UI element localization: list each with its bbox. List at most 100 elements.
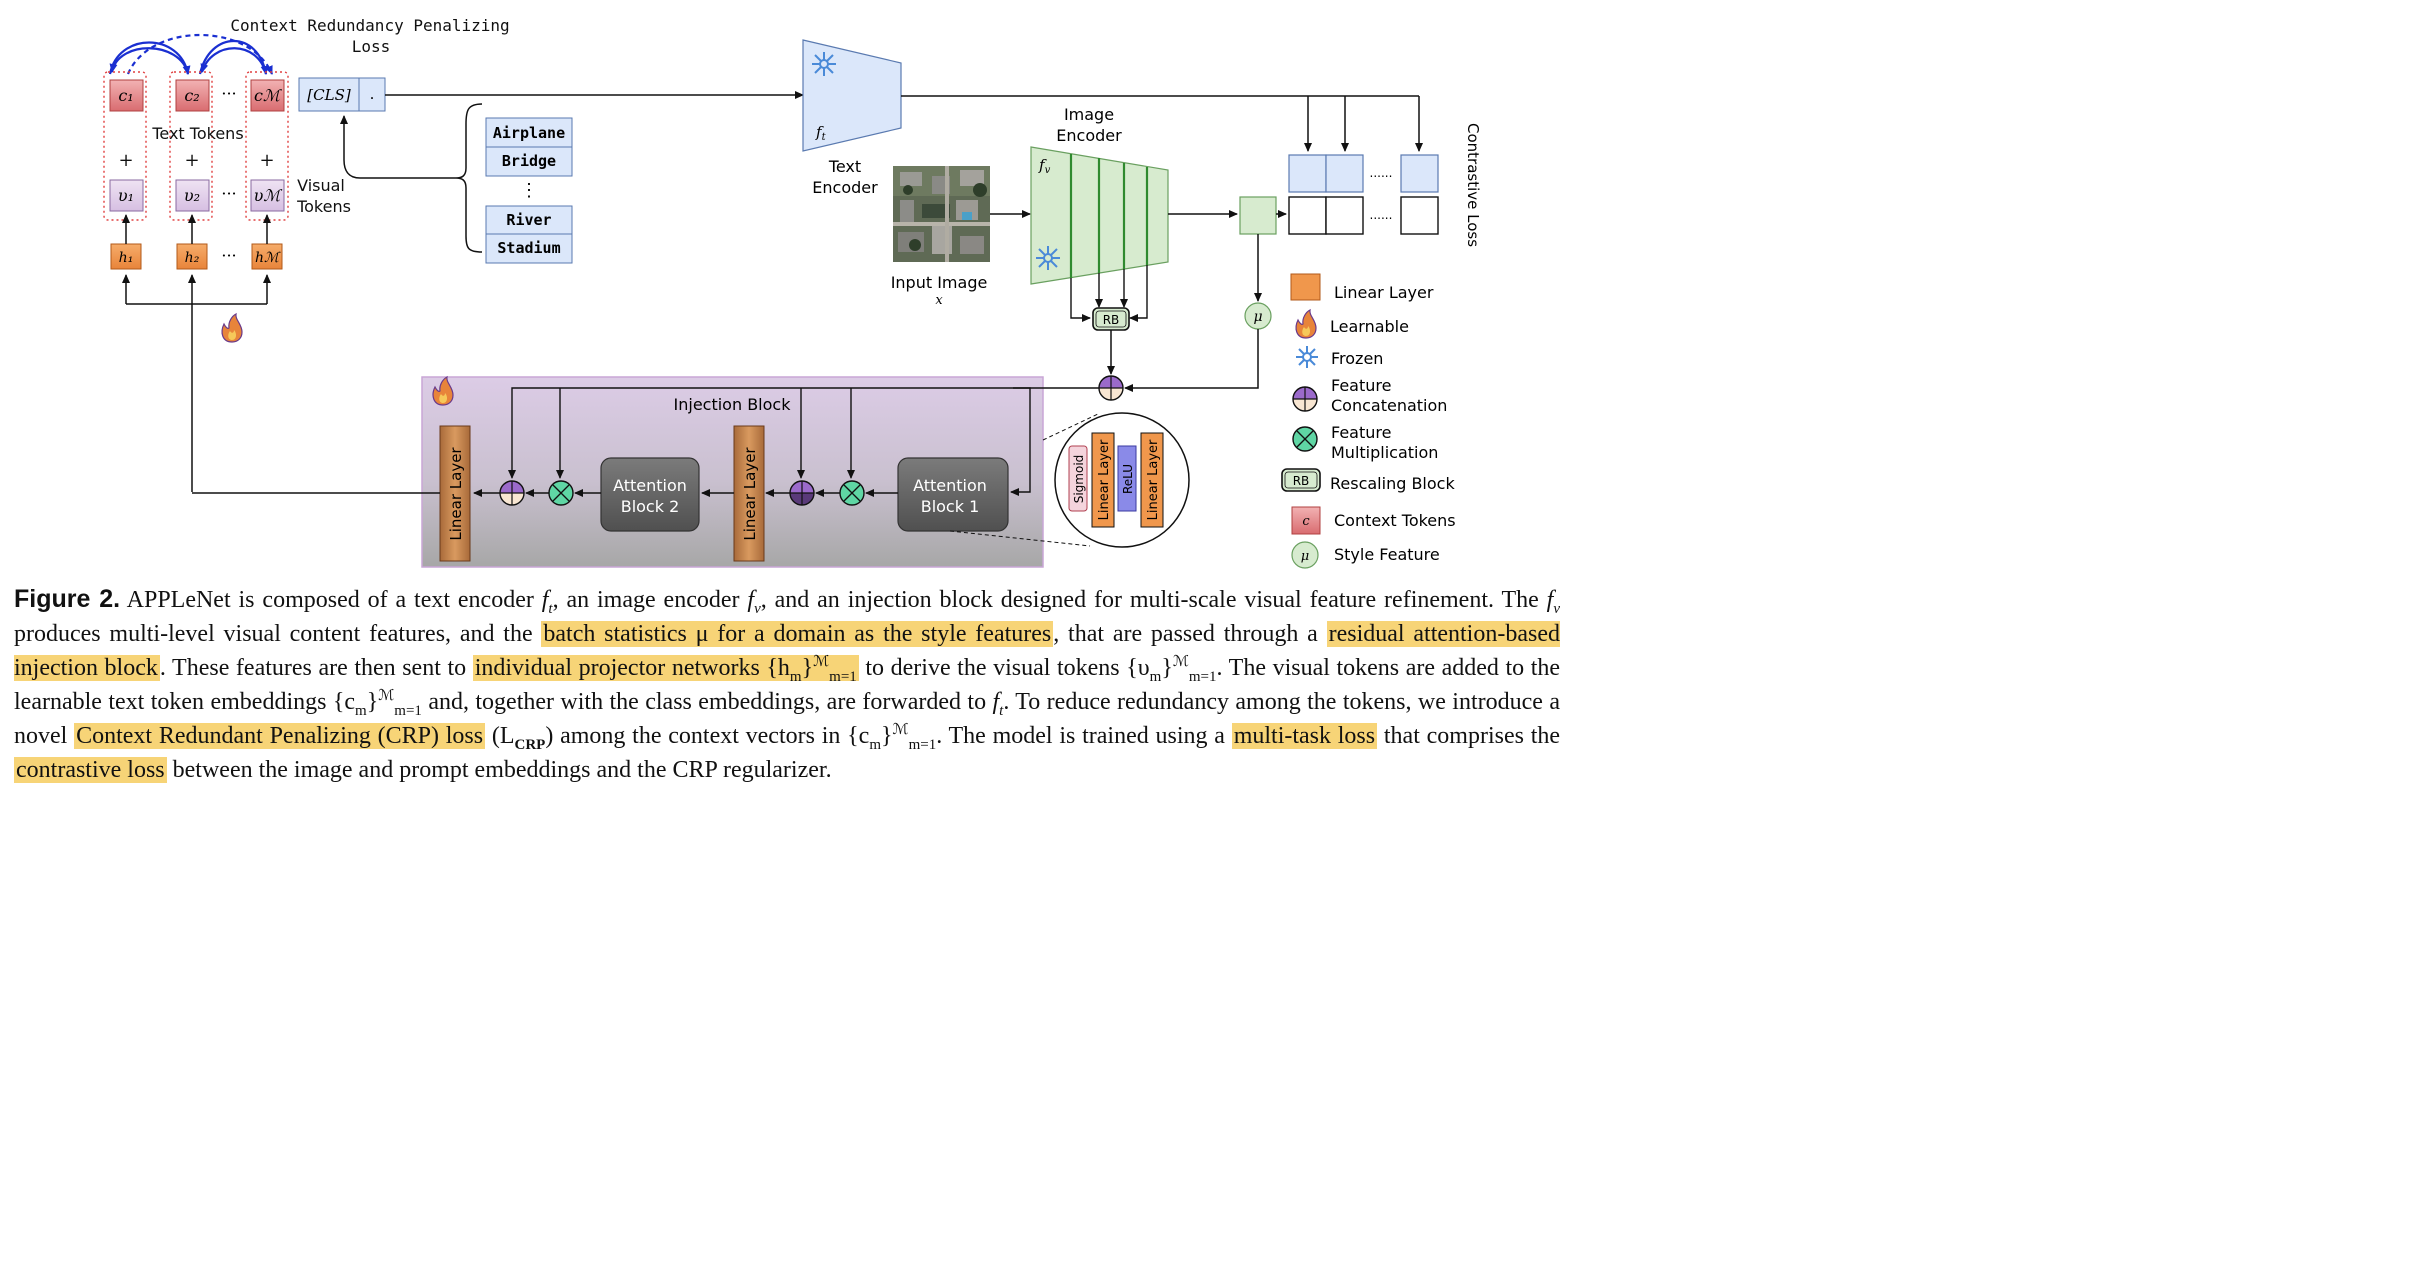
- caption-c2-brace: }: [880, 723, 893, 749]
- flame-icon: [432, 375, 454, 406]
- legend-style-mu: μ: [1301, 549, 1309, 564]
- legend-frozen: Frozen: [1331, 349, 1383, 368]
- caption-v-sub: m: [1149, 668, 1162, 685]
- caption-highlight-6: contrastive loss: [14, 757, 167, 783]
- encoder-taps: [1070, 265, 1148, 322]
- caption-v-brace: }: [1161, 655, 1173, 681]
- caption-c2-sub: m: [869, 736, 881, 753]
- concat-node-1: [789, 480, 815, 506]
- caption-p6: . These features are then sent to: [159, 655, 473, 681]
- linear-layer-1: Linear Layer: [439, 425, 471, 562]
- legend-multiply-line2: Multiplication: [1331, 443, 1438, 462]
- legend-context-tokens: Context Tokens: [1334, 511, 1456, 530]
- class-stadium: Stadium: [497, 239, 560, 257]
- concat-node-2: [499, 480, 525, 506]
- attention-block-1: Attention Block 1: [897, 457, 1009, 532]
- input-image-symbol: x: [935, 293, 943, 308]
- visual-token-v2: υ₂: [184, 186, 200, 205]
- caption-fv-2: fv: [1546, 587, 1560, 616]
- caption-fv2-sub: v: [1553, 600, 1561, 617]
- rescaling-zoom: Sigmoid Linear Layer ReLU Linear Layer: [949, 412, 1190, 548]
- image-encoder: fv: [1030, 146, 1169, 285]
- caption-c-sub: m: [355, 702, 367, 719]
- legend-snowflake-icon: [1296, 346, 1318, 368]
- text-tokens-label: Text Tokens: [151, 124, 243, 143]
- text-encoder-label-2: Encoder: [812, 178, 878, 197]
- rescaling-block: RB: [1092, 307, 1130, 331]
- style-feature-mu: μ: [1253, 309, 1262, 325]
- caption-p14: that comprises the: [1377, 723, 1561, 749]
- image-encoder-label-2: Encoder: [1056, 126, 1122, 145]
- caption-highlight-3: individual projector networks {hm}ℳm=1: [472, 655, 859, 684]
- input-image-label: Input Image: [891, 273, 988, 292]
- injection-block-label: Injection Block: [674, 395, 792, 414]
- attention-block-2: Attention Block 2: [600, 457, 700, 532]
- text-encoder-f: f: [815, 123, 824, 141]
- legend-concat-line2: Concatenation: [1331, 396, 1447, 415]
- attention-block-1-line2: Block 1: [921, 497, 980, 516]
- crp-loss-title-line2: Loss: [352, 37, 391, 56]
- text-encoder: ft: [802, 39, 902, 152]
- legend-flame-icon: [1295, 308, 1317, 339]
- injection-top-lines: [508, 387, 1099, 496]
- caption-fv2-f: f: [1546, 587, 1554, 613]
- multiply-node-2: [548, 480, 574, 506]
- legend-concat-line1: Feature: [1331, 376, 1391, 395]
- caption-ft2-f: f: [992, 689, 1000, 715]
- cls-token: [CLS]: [307, 86, 351, 104]
- figure-caption: Figure 2. APPLeNet is composed of a text…: [14, 582, 1560, 787]
- caption-p13: . The model is trained using a: [936, 723, 1232, 749]
- caption-p1: APPLeNet is composed of a text encoder: [120, 587, 542, 613]
- caption-p12: ) among the context vectors in {c: [545, 723, 870, 749]
- crp-arrows: [108, 34, 274, 75]
- caption-c2-range: m=1: [908, 736, 937, 753]
- projector-networks: h₁ h₂ hℳ ···: [110, 243, 283, 270]
- caption-v-range: m=1: [1188, 668, 1217, 685]
- plus-1: +: [118, 150, 133, 171]
- legend-concat-icon: [1292, 386, 1318, 412]
- rescaling-linear-2: Linear Layer: [1146, 439, 1161, 520]
- caption-fv-sub: v: [754, 600, 761, 617]
- projector-h2: h₂: [185, 250, 200, 266]
- legend-rb-icon: RB: [1281, 468, 1321, 492]
- attention-block-1-line1: Attention: [913, 476, 987, 495]
- caption-fv: fv: [747, 587, 760, 616]
- dot-token: .: [370, 85, 375, 103]
- legend-multiply-icon: [1292, 426, 1318, 452]
- caption-hl3-brace: }: [801, 655, 814, 681]
- caption-highlight-5: multi-task loss: [1231, 723, 1378, 749]
- image-encoder-label-1: Image: [1064, 105, 1114, 124]
- caption-hl3-text: individual projector networks {h: [474, 655, 790, 681]
- caption-ft-2: ft: [992, 689, 1003, 718]
- legend-style-icon: μ: [1291, 541, 1319, 569]
- visual-tokens-label-1: Visual: [297, 176, 345, 195]
- text-feature-arrows: [901, 95, 1423, 152]
- concat-node-top: [1098, 375, 1124, 401]
- caption-highlight-1: batch statistics μ for a domain as the s…: [541, 621, 1054, 647]
- caption-ft: ft: [542, 587, 553, 616]
- rescaling-linear-1: Linear Layer: [1097, 439, 1112, 520]
- plus-3: +: [259, 150, 274, 171]
- text-encoder-symbol: ft: [815, 123, 827, 143]
- image-encoder-symbol: fv: [1038, 156, 1051, 176]
- caption-p10: . To reduce redundancy among the tokens,…: [14, 689, 1560, 749]
- contrastive-loss-grid: ...... ......: [1288, 154, 1439, 235]
- snowflake-icon: [812, 52, 836, 76]
- attention-block-2-line2: Block 2: [621, 497, 680, 516]
- crp-loss-title-line1: Context Redundancy Penalizing: [230, 16, 509, 35]
- text-encoder-label-1: Text: [828, 157, 861, 176]
- caption-p15: between the image and prompt embeddings …: [166, 757, 832, 783]
- class-river: River: [506, 211, 551, 229]
- projector-arrows: [122, 214, 271, 492]
- caption-c-brace: }: [366, 689, 379, 715]
- rb-label: RB: [1103, 313, 1120, 327]
- caption-ft2-sub: t: [999, 702, 1004, 719]
- contrastive-dots-2: ......: [1370, 208, 1393, 222]
- projector-h1: h₁: [119, 250, 134, 266]
- legend-linear-layer: Linear Layer: [1334, 283, 1434, 302]
- visual-tokens: υ₁ υ₂ υℳ ···: [109, 179, 285, 212]
- multiply-node-1: [839, 480, 865, 506]
- token-columns: [103, 71, 289, 221]
- plus-2: +: [184, 150, 199, 171]
- caption-c2-sup: ℳ: [892, 722, 909, 738]
